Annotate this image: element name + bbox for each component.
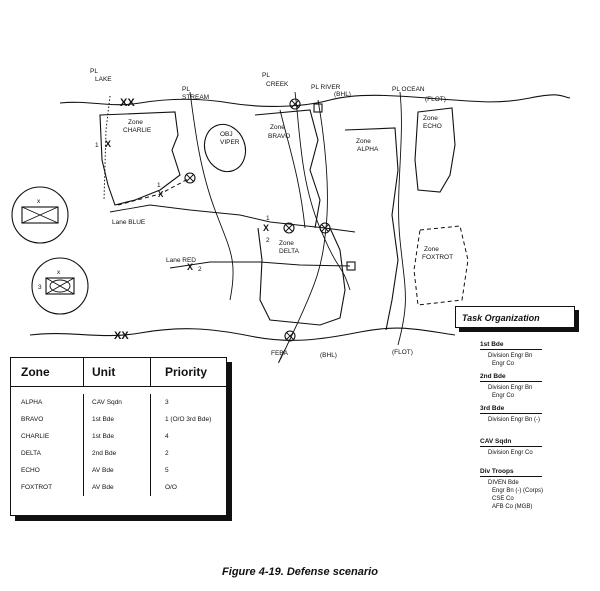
zone-foxtrot-label-1: Zone — [424, 246, 439, 253]
zone-center-divider — [279, 109, 306, 229]
zone-bravo-boundary — [254, 109, 321, 229]
flot-line-top — [59, 94, 571, 107]
stream-line — [189, 91, 234, 301]
pl-river-label: PL RIVER — [311, 84, 341, 91]
zone-alpha-boundary — [344, 127, 399, 331]
task-org-3rd-bde: 3rd Bde Division Engr Bn (-) — [480, 405, 542, 423]
svg-text:2: 2 — [266, 237, 270, 244]
pl-creek-label-2: CREEK — [266, 81, 289, 88]
figure-caption: Figure 4-19. Defense scenario — [222, 566, 378, 578]
task-org-cav-sqdn: CAV Sqdn Division Engr Co — [480, 438, 590, 457]
svg-text:1: 1 — [266, 215, 270, 222]
obj-viper-label-1: OBJ — [220, 131, 233, 138]
zone-bravo-label-1: Zone — [270, 124, 285, 131]
header-zone: Zone — [11, 358, 84, 386]
table-row: ECHO AV Bde 5 — [11, 462, 226, 479]
svg-text:X: X — [105, 139, 111, 149]
obj-viper-ellipse — [203, 123, 247, 173]
zone-foxtrot-label-2: FOXTROT — [422, 254, 453, 261]
blue-lane-dashed — [117, 177, 191, 206]
table-body: ALPHA CAV Sqdn 3 BRAVO 1st Bde 1 (O/O 3r… — [11, 387, 226, 496]
table-row: FOXTROT AV Bde O/O — [11, 479, 226, 496]
zone-foxtrot-boundary — [413, 225, 469, 306]
unit-circle-lower: x 3 — [31, 257, 89, 315]
zone-bravo-label-2: BRAVO — [268, 133, 290, 140]
zone-alpha-label-2: ALPHA — [357, 146, 379, 153]
svg-text:x: x — [37, 198, 41, 205]
pl-river-bhl-label: (BHL) — [334, 91, 351, 98]
zone-delta-boundary — [257, 227, 346, 326]
obj-viper-label-2: VIPER — [220, 139, 240, 146]
header-unit: Unit — [84, 358, 151, 386]
obstacle-markers — [184, 98, 356, 342]
svg-text:3: 3 — [38, 284, 42, 291]
pl-stream-label-1: PL — [182, 86, 190, 93]
table-row: ALPHA CAV Sqdn 3 — [11, 394, 226, 411]
pl-stream-label-2: STREAM — [182, 94, 209, 101]
numbered-x-markers: X 1 X 1 X 1 2 X 2 — [95, 139, 270, 273]
svg-text:x: x — [57, 269, 61, 276]
zone-charlie-boundary — [99, 111, 181, 206]
pl-ocean-flot-label: (FLOT) — [425, 96, 446, 103]
zone-priority-table: Zone Unit Priority ALPHA CAV Sqdn 3 BRAV… — [10, 357, 227, 516]
zone-delta-label-2: DELTA — [279, 248, 300, 255]
zone-echo-label-1: Zone — [423, 115, 438, 122]
svg-text:2: 2 — [198, 266, 202, 273]
red-lane-road — [169, 261, 351, 269]
table-header: Zone Unit Priority — [11, 358, 226, 387]
bhl-bottom-label: (BHL) — [320, 352, 337, 359]
task-org-1st-bde: 1st Bde Division Engr Bn Engr Co — [480, 341, 590, 368]
feba-label: FEBA — [271, 350, 289, 357]
task-org-div-troops: Div Troops DIVEN Bde Engr Bn (-) (Corps)… — [480, 468, 544, 510]
zone-echo-label-2: ECHO — [423, 123, 442, 130]
table-row: BRAVO 1st Bde 1 (O/O 3rd Bde) — [11, 411, 226, 428]
svg-text:1: 1 — [157, 182, 161, 189]
zone-charlie-label-2: CHARLIE — [123, 127, 152, 134]
task-org-2nd-bde: 2nd Bde Division Engr Bn Engr Co — [480, 373, 590, 400]
svg-text:X: X — [158, 190, 164, 199]
zone-echo-boundary — [414, 107, 456, 193]
svg-text:X: X — [263, 223, 269, 233]
table-row: DELTA 2nd Bde 2 — [11, 445, 226, 462]
task-organization-title: Task Organization — [455, 306, 575, 328]
pl-ocean-label: PL OCEAN — [392, 86, 425, 93]
lane-red-label: Lane RED — [166, 257, 196, 264]
zone-alpha-label-1: Zone — [356, 138, 371, 145]
pl-creek-label-1: PL — [262, 72, 270, 79]
pl-lake-label-1: PL — [90, 68, 98, 75]
unit-circle-upper: x — [11, 186, 69, 244]
svg-text:X: X — [187, 262, 193, 272]
feba-line-bottom — [29, 327, 456, 341]
pl-lake-label-2: LAKE — [95, 76, 112, 83]
river-line — [278, 99, 328, 363]
flot-bottom-label: (FLOT) — [392, 349, 413, 356]
ocean-line — [397, 91, 406, 346]
xx-top: XX — [120, 97, 135, 109]
lake-phase-line — [103, 95, 111, 201]
zone-delta-label-1: Zone — [279, 240, 294, 247]
lane-blue-label: Lane BLUE — [112, 219, 146, 226]
zone-charlie-label-1: Zone — [128, 119, 143, 126]
xx-bottom: XX — [114, 330, 129, 342]
header-priority: Priority — [165, 365, 208, 379]
svg-text:1: 1 — [95, 142, 99, 149]
table-row: CHARLIE 1st Bde 4 — [11, 428, 226, 445]
